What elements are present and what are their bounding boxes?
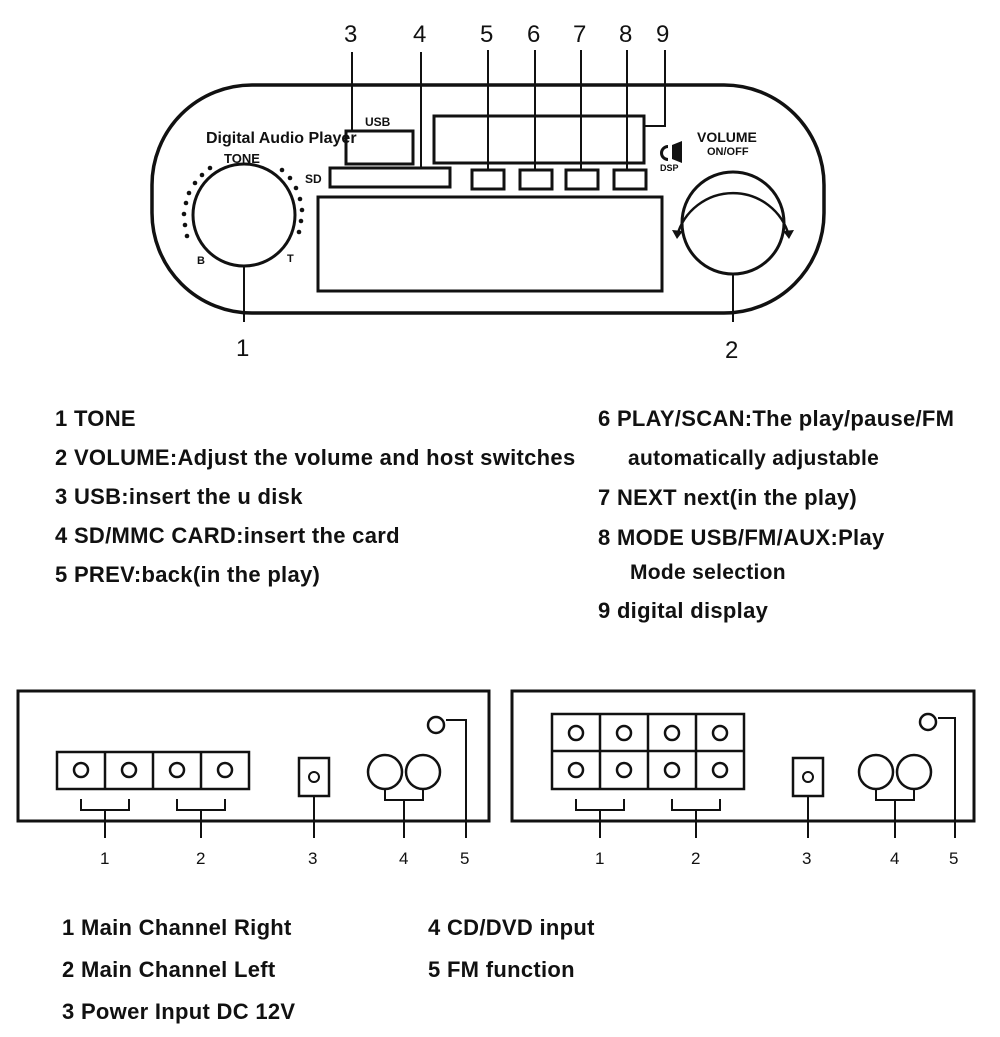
front-panel-labels: Digital Audio Player TONE B T SD USB VOL…	[197, 21, 757, 364]
digital-display	[432, 114, 646, 165]
volume-arrow-right-icon	[783, 230, 794, 239]
dsp-icon	[660, 141, 682, 163]
callout-line-9	[644, 50, 666, 127]
tone-scale-dots	[181, 165, 305, 239]
front-callout-2: 2	[725, 337, 738, 364]
volume-arrow-left-icon	[672, 230, 683, 239]
rca-input-b	[404, 753, 442, 791]
rear-right-callout-5: 5	[949, 849, 958, 868]
rca-input-a	[366, 753, 404, 791]
front-callout-6: 6	[527, 21, 540, 48]
rear-right-callout-2: 2	[691, 849, 700, 868]
rear-left-callout-5: 5	[460, 849, 469, 868]
tone-b-label: B	[197, 255, 205, 267]
dsp-label: DSP	[660, 163, 679, 173]
rear-right-callout-3: 3	[802, 849, 811, 868]
front-callout-9: 9	[656, 21, 669, 48]
speaker-terminal-block-left	[55, 750, 251, 791]
legend-tone: 1 TONE	[55, 406, 136, 431]
legend-next: 7 NEXT next(in the play)	[598, 485, 858, 510]
rear-panel-right-outline	[510, 689, 976, 823]
volume-arc	[675, 191, 791, 237]
usb-label: USB	[365, 115, 391, 129]
volume-label: VOLUME	[697, 129, 757, 145]
legend-main-right: 1 Main Channel Right	[62, 915, 292, 940]
fm-antenna-jack	[426, 715, 446, 735]
front-callout-5: 5	[480, 21, 493, 48]
legend-mode-cont: Mode selection	[630, 561, 786, 584]
legend-cd-dvd: 4 CD/DVD input	[428, 915, 595, 940]
rear-panel-right	[510, 689, 976, 838]
front-callout-4: 4	[413, 21, 426, 48]
rear-right-callout-1: 1	[595, 849, 604, 868]
rear-left-callout-4: 4	[399, 849, 408, 868]
next-button	[564, 168, 600, 191]
power-jack-right	[791, 756, 825, 798]
rear-panel-left-outline	[16, 689, 491, 823]
legend-fm: 5 FM function	[428, 957, 575, 982]
power-jack	[297, 756, 331, 798]
volume-knob	[680, 170, 786, 276]
legend-usb: 3 USB:insert the u disk	[55, 484, 303, 509]
front-callout-1: 1	[236, 335, 249, 362]
rear-left-callout-3: 3	[308, 849, 317, 868]
tone-label: TONE	[224, 151, 260, 166]
legend-main-left: 2 Main Channel Left	[62, 957, 276, 982]
legend-digital-display: 9 digital display	[598, 598, 769, 623]
legend-mode: 8 MODE USB/FM/AUX:Play	[598, 525, 885, 550]
speaker-terminal-block-right	[550, 712, 746, 791]
play-scan-button	[518, 168, 554, 191]
sd-card-slot	[328, 166, 452, 189]
legend-sd-card: 4 SD/MMC CARD:insert the card	[55, 523, 400, 548]
legend-play-scan: 6 PLAY/SCAN:The play/pause/FM	[598, 406, 955, 431]
front-callout-8: 8	[619, 21, 632, 48]
bracket-left-channel	[176, 799, 226, 811]
rear-right-callouts: 1 2 3 4 5	[595, 849, 958, 868]
usb-port	[344, 129, 415, 166]
on-off-label: ON/OFF	[707, 146, 749, 158]
front-lower-window	[316, 195, 664, 293]
legend-power-input: 3 Power Input DC 12V	[62, 999, 296, 1024]
mode-button	[612, 168, 648, 191]
front-panel	[150, 50, 826, 322]
rear-left-callout-2: 2	[196, 849, 205, 868]
rear-left-callout-1: 1	[100, 849, 109, 868]
rear-panel-left	[16, 689, 491, 838]
bracket-right-channel	[80, 799, 130, 811]
front-callout-3: 3	[344, 21, 357, 48]
legend-play-scan-cont: automatically adjustable	[628, 447, 880, 470]
legend-volume: 2 VOLUME:Adjust the volume and host swit…	[55, 445, 576, 470]
rear-left-callouts: 1 2 3 4 5	[100, 849, 469, 868]
rear-right-callout-4: 4	[890, 849, 899, 868]
tone-t-label: T	[287, 253, 294, 265]
player-label: Digital Audio Player	[206, 130, 357, 147]
legend-prev: 5 PREV:back(in the play)	[55, 562, 321, 587]
sd-label: SD	[305, 172, 322, 186]
tone-knob	[191, 162, 297, 268]
front-callout-7: 7	[573, 21, 586, 48]
prev-button	[470, 168, 506, 191]
